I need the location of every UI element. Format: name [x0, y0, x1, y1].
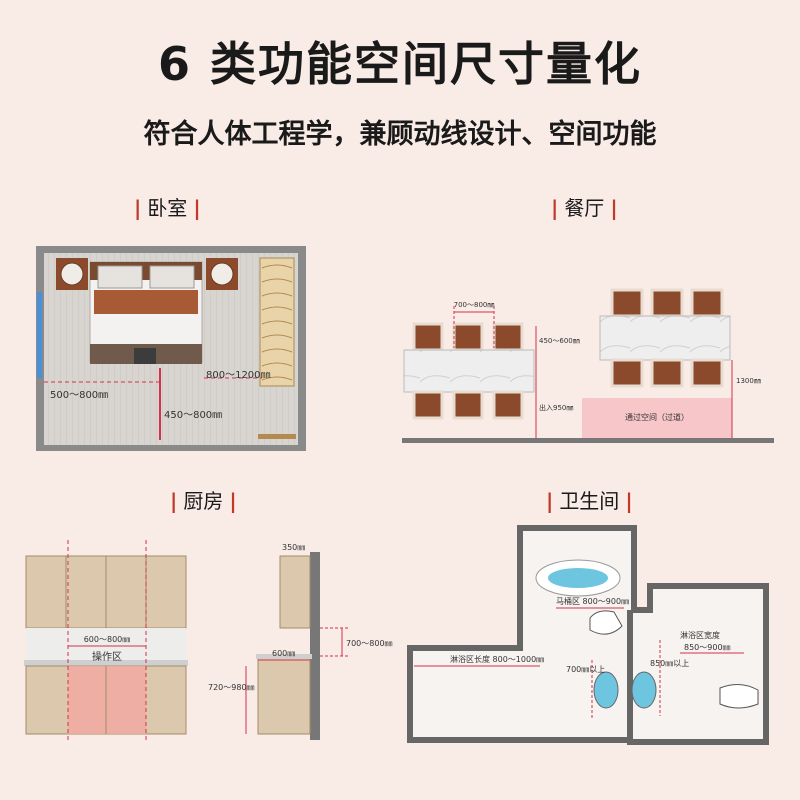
- bathroom-label: 卫生间: [559, 489, 620, 513]
- bed-throw: [94, 290, 198, 314]
- bathroom-dim-shower-w2: 850～900㎜: [684, 643, 731, 652]
- chair: [650, 288, 684, 318]
- dining-dim-table-gap: 450～600㎜: [539, 337, 580, 345]
- bathroom-plan: 马桶区 800～900㎜ 淋浴区长度 800～1000㎜ 700㎜以上 850㎜…: [407, 525, 769, 745]
- section-label-bathroom: |卫生间|: [546, 489, 633, 513]
- dining-table-left: [403, 349, 535, 393]
- page-subtitle: 符合人体工程学，兼顾动线设计、空间功能: [143, 119, 657, 150]
- bathroom-dim-shower-len: 淋浴区长度 800～1000㎜: [450, 654, 544, 664]
- bench-tray: [134, 348, 156, 364]
- bathroom-dim-basin2: 850㎜以上: [650, 659, 689, 668]
- work-zone: [68, 666, 146, 734]
- section-label-bedroom: |卧室|: [134, 196, 201, 220]
- chair: [610, 288, 644, 318]
- toilet-icon: [589, 610, 623, 635]
- section-label-kitchen: |厨房|: [170, 489, 237, 513]
- dining-dim-pass: 1300㎜: [736, 377, 761, 385]
- washbasin-right-icon: [631, 671, 657, 709]
- kitchen-elevation: 600～800㎜ 操作区 720～980㎜ 350㎜ 600㎜ 700～800㎜: [24, 540, 393, 740]
- upper-cabinet-section: [279, 555, 311, 629]
- washbasin-left-icon: [593, 671, 619, 709]
- lamp-left-icon: [60, 262, 84, 286]
- dining-pass-zone-label: 通过空间（过道）: [625, 412, 689, 422]
- lamp-right-icon: [210, 262, 234, 286]
- kitchen-dim-vertical: 700～800㎜: [346, 639, 393, 648]
- bedroom-door: [258, 434, 296, 439]
- section-label-dining: |餐厅|: [551, 196, 618, 220]
- kitchen-dim-counter-depth: 600㎜: [272, 649, 295, 658]
- dining-label: 餐厅: [564, 196, 605, 220]
- bedroom-dim-foot: 450～800㎜: [164, 410, 222, 421]
- chair: [492, 322, 524, 352]
- kitchen-side-wall: [310, 552, 320, 740]
- dining-table-right: [599, 315, 731, 361]
- pillow-right: [149, 265, 195, 289]
- bathroom-dim-shower-w: 淋浴区宽度: [680, 630, 720, 640]
- pillow-left: [97, 265, 143, 289]
- dining-dim-walk: 出入950㎜: [539, 403, 573, 412]
- chair: [610, 358, 644, 388]
- chair: [492, 390, 524, 420]
- lower-cabinet-section: [257, 655, 311, 735]
- dining-floor-line: [402, 438, 774, 443]
- kitchen-dim-work: 600～800㎜: [84, 635, 131, 644]
- chair: [452, 322, 484, 352]
- bedroom-plan: 500～800㎜ 800～1200㎜ 450～800㎜: [36, 246, 306, 451]
- toilet-icon-2: [719, 684, 759, 709]
- chair: [412, 390, 444, 420]
- chair: [690, 358, 724, 388]
- dining-pass-zone: [582, 398, 732, 438]
- kitchen-label: 厨房: [183, 489, 224, 513]
- chair: [412, 322, 444, 352]
- bathroom-walls: [407, 525, 769, 745]
- bedroom-label: 卧室: [147, 196, 188, 220]
- countertop: [24, 660, 188, 666]
- bedroom-dim-wardrobe: 800～1200㎜: [206, 370, 271, 381]
- dining-dim-chair-gap: 700～800㎜: [454, 301, 495, 309]
- chair: [690, 288, 724, 318]
- bathroom-dim-basin1: 700㎜以上: [566, 665, 605, 674]
- page-title: 6 类功能空间尺寸量化: [157, 37, 643, 91]
- chair: [452, 390, 484, 420]
- wardrobe: [259, 257, 295, 387]
- kitchen-dim-upper: 350㎜: [282, 543, 305, 552]
- chair: [650, 358, 684, 388]
- bathroom-dim-toilet: 马桶区 800～900㎜: [556, 596, 629, 606]
- backsplash: [26, 628, 186, 660]
- kitchen-work-zone-label: 操作区: [92, 650, 122, 663]
- bathtub-water: [548, 568, 608, 588]
- bedroom-window: [37, 292, 42, 378]
- dining-plan: 通过空间（过道） 700～800㎜ 450～600㎜ 出入950㎜ 1300㎜: [402, 288, 774, 443]
- kitchen-dim-height: 720～980㎜: [208, 683, 255, 692]
- bedroom-dim-side: 500～800㎜: [50, 390, 108, 401]
